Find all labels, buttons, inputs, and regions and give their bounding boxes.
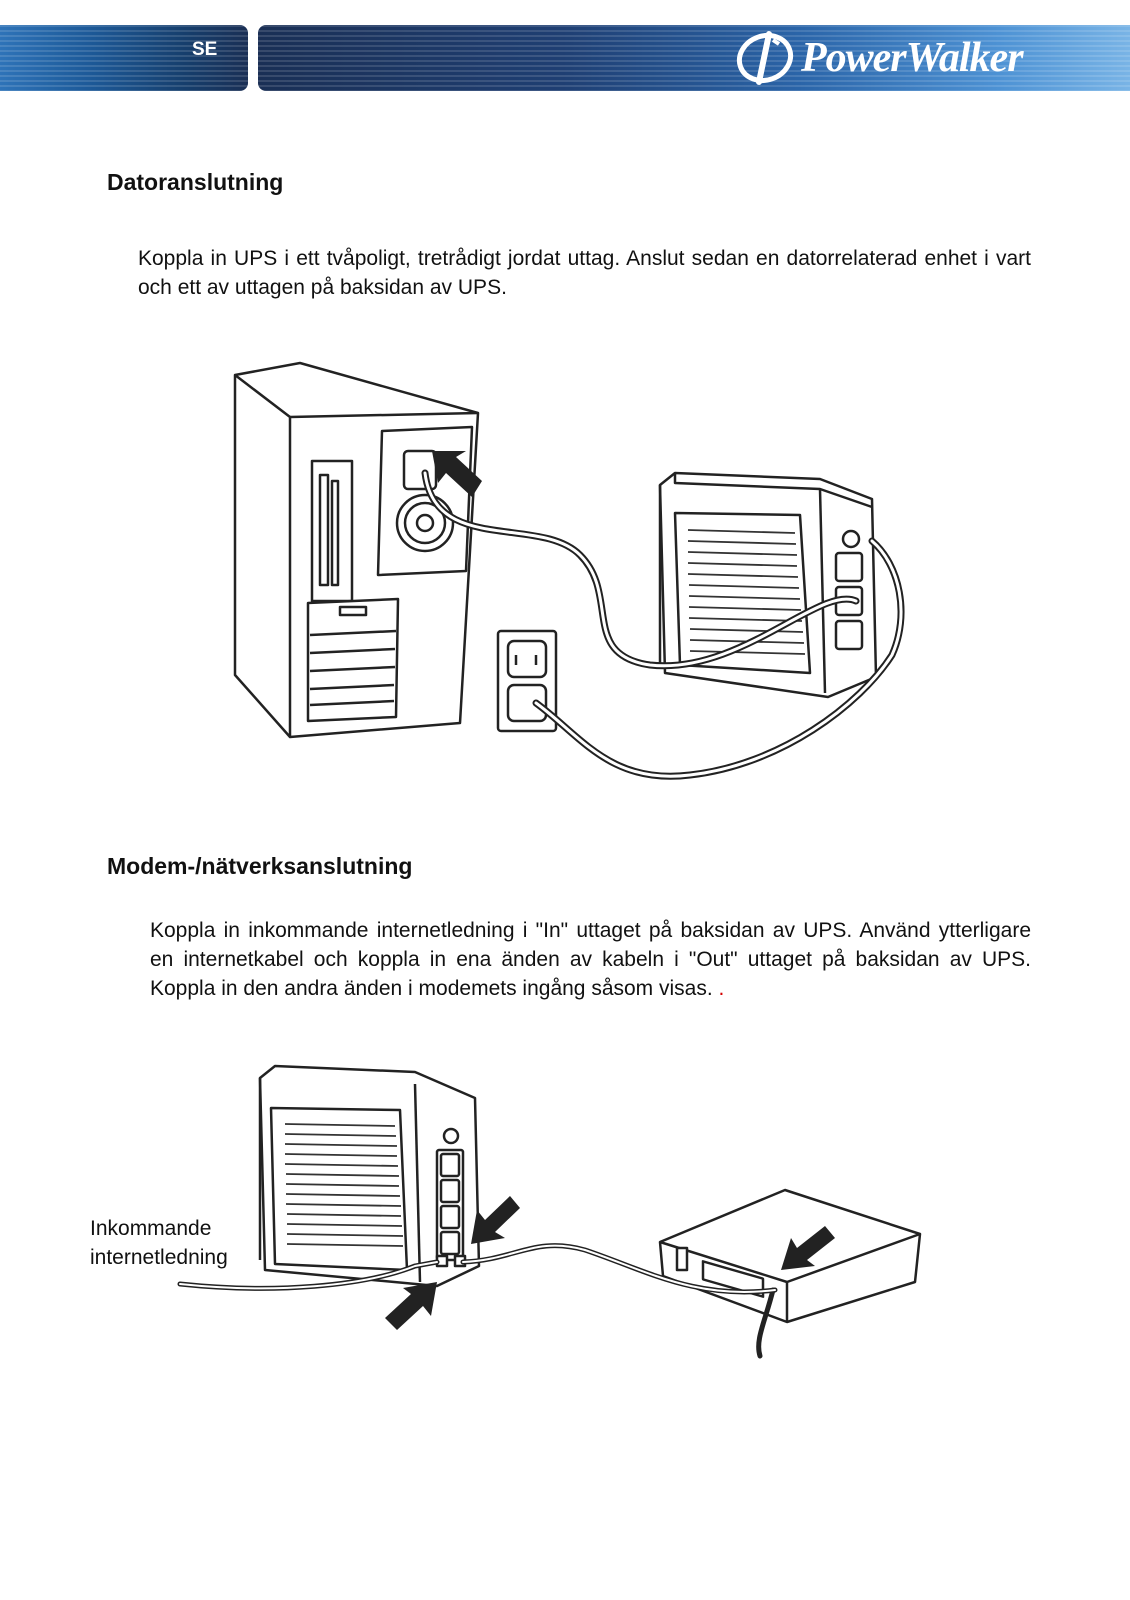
section-title-modem: Modem-/nätverksanslutning: [107, 853, 413, 879]
header-bar-right: [258, 25, 1130, 91]
power-icon: [736, 31, 794, 85]
modem-connection-illustration: [177, 1064, 922, 1359]
red-dot: .: [718, 977, 725, 1000]
language-code: SE: [192, 39, 218, 60]
arrow-icon: [781, 1226, 835, 1270]
arrow-icon: [471, 1196, 520, 1244]
page-header: SE PowerWalker: [0, 25, 1130, 91]
section-title-computer: Datoranslutning: [107, 169, 284, 195]
section-text-modem: Koppla in inkommande internetledning i "…: [150, 919, 1031, 1000]
brand-logo: PowerWalker: [733, 29, 1024, 87]
arrow-icon: [432, 451, 482, 497]
brand-name: PowerWalker: [801, 35, 1024, 81]
header-bar-left: SE: [0, 25, 248, 91]
arrow-icon: [385, 1282, 437, 1330]
section-text-computer: Koppla in UPS i ett tvåpoligt, tretrådig…: [138, 247, 1031, 299]
incoming-line-label: Inkommande internetledning: [90, 1217, 228, 1269]
computer-connection-illustration: [233, 361, 905, 780]
